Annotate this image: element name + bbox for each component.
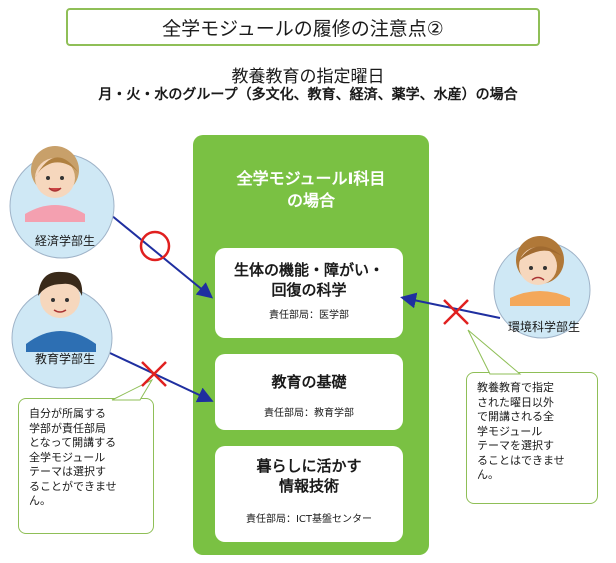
callout-other-days: 教養教育で指定された曜日以外で開講される全学モジュールテーマを選択することはでき… — [466, 372, 598, 504]
callout-line: 学部が責任部局 — [29, 421, 106, 435]
callout-line: された曜日以外 — [477, 395, 554, 409]
page-title: 全学モジュールの履修の注意点② — [66, 8, 540, 46]
subject-card-biology: 生体の機能・障がい・ 回復の科学 責任部局：医学部 — [215, 248, 403, 338]
callout-line: ることができませ — [29, 479, 117, 493]
callout-line: となって開講する — [29, 436, 117, 449]
person-label-economics: 経済学部生 — [34, 234, 95, 248]
subtitle-days: 教養教育の指定曜日 — [231, 67, 385, 87]
arrow-economics-to-biology — [99, 205, 214, 299]
callout-line: テーマを選択す — [477, 439, 554, 452]
economics-student-avatar — [9, 146, 115, 259]
callout-tail-right — [467, 329, 522, 375]
subject-dept: 責任部局：ICT基盤センター — [245, 514, 373, 525]
ok-circle-icon — [139, 230, 171, 262]
callout-line: 教養教育で指定 — [477, 381, 554, 394]
subject-dept: 責任部局：教育学部 — [264, 408, 354, 419]
callout-line: 学モジュール — [477, 424, 543, 438]
subject-card-ict: 暮らしに活かす 情報技術 責任部局：ICT基盤センター — [215, 446, 403, 542]
education-student-avatar — [11, 271, 113, 389]
subtitle-group: 月・火・水のグループ（多文化、教育、経済、薬学、水産）の場合 — [98, 87, 518, 103]
cross-icon-left — [141, 361, 167, 387]
subject-card-education: 教育の基礎 責任部局：教育学部 — [215, 354, 403, 430]
person-label-education: 教育学部生 — [34, 352, 95, 366]
callout-line: ん。 — [29, 494, 51, 507]
cross-icon-right — [443, 299, 469, 325]
callout-line: テーマは選択す — [29, 465, 106, 478]
subject-dept: 責任部局：医学部 — [269, 310, 349, 321]
callout-line: で開講される全 — [477, 410, 554, 423]
callout-line: ん。 — [477, 468, 499, 481]
callout-line: 全学モジュール — [29, 450, 106, 464]
person-label-environment: 環境科学部生 — [507, 320, 580, 334]
callout-own-faculty: 自分が所属する学部が責任部局となって開講する全学モジュールテーマは選択することが… — [18, 398, 154, 534]
environmental-student-avatar — [493, 236, 591, 339]
panel-title: 全学モジュールⅠ科目 の場合 — [236, 169, 386, 210]
callout-line: ることはできませ — [477, 453, 565, 467]
callout-line: 自分が所属する — [29, 407, 106, 420]
